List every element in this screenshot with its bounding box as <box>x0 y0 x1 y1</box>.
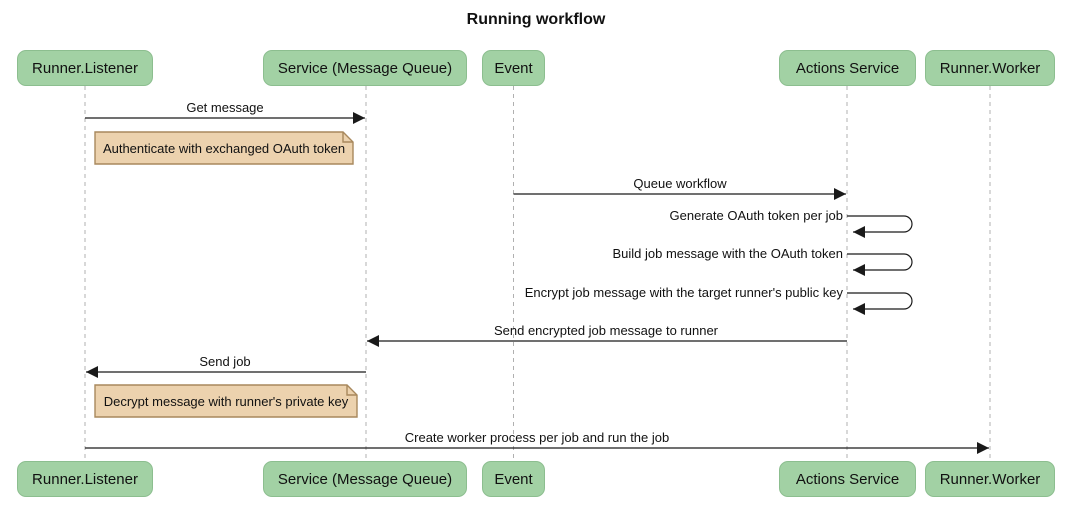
actor-label: Service (Message Queue) <box>277 59 453 77</box>
actor-label: Event <box>494 470 533 488</box>
note-decrypt-shape <box>94 384 358 418</box>
diagram-title: Running workflow <box>466 11 606 28</box>
message-label-generate-oauth-token: Generate OAuth token per job <box>669 208 843 223</box>
note-decrypt-text: Decrypt message with runner's private ke… <box>103 393 349 409</box>
lifelines <box>84 86 991 461</box>
actor-label: Event <box>494 59 533 77</box>
message-label-get-message: Get message <box>186 100 264 115</box>
message-label-create-worker-process: Create worker process per job and run th… <box>404 430 670 445</box>
actor-label: Service (Message Queue) <box>277 470 453 488</box>
message-label-send-job: Send job <box>199 354 251 369</box>
actor-label: Runner.Worker <box>939 59 1041 77</box>
actor-label: Runner.Listener <box>32 470 138 488</box>
message-label-send-encrypted-job-message: Send encrypted job message to runner <box>493 323 719 338</box>
actor-top-runner-listener: Runner.Listener <box>17 50 153 86</box>
message-label-queue-workflow: Queue workflow <box>633 176 727 191</box>
message-label-encrypt-job-message: Encrypt job message with the target runn… <box>524 285 843 300</box>
self-loop-generate-oauth-token <box>847 215 913 238</box>
actor-label: Runner.Listener <box>32 59 138 77</box>
actor-bottom-event: Event <box>482 461 545 497</box>
note-shapes <box>94 131 358 418</box>
actor-bottom-runner-worker: Runner.Worker <box>925 461 1055 497</box>
actor-bottom-runner-listener: Runner.Listener <box>17 461 153 497</box>
actor-bottom-actions-service: Actions Service <box>779 461 916 497</box>
actor-top-runner-worker: Runner.Worker <box>925 50 1055 86</box>
actor-top-actions-service: Actions Service <box>779 50 916 86</box>
self-loop-build-job-message <box>847 253 913 276</box>
actor-bottom-service-message-queue: Service (Message Queue) <box>263 461 467 497</box>
actor-label: Actions Service <box>795 470 900 488</box>
note-decrypt-fold <box>346 385 357 396</box>
actor-label: Actions Service <box>795 59 900 77</box>
actor-top-event: Event <box>482 50 545 86</box>
message-arrows <box>85 112 989 454</box>
self-loop-encrypt-job-message <box>847 292 913 315</box>
note-authenticate-text: Authenticate with exchanged OAuth token <box>102 140 346 156</box>
actor-top-service-message-queue: Service (Message Queue) <box>263 50 467 86</box>
note-authenticate-shape <box>94 131 354 165</box>
actor-label: Runner.Worker <box>939 470 1041 488</box>
message-label-build-job-message: Build job message with the OAuth token <box>612 246 843 261</box>
note-authenticate-fold <box>342 132 353 143</box>
